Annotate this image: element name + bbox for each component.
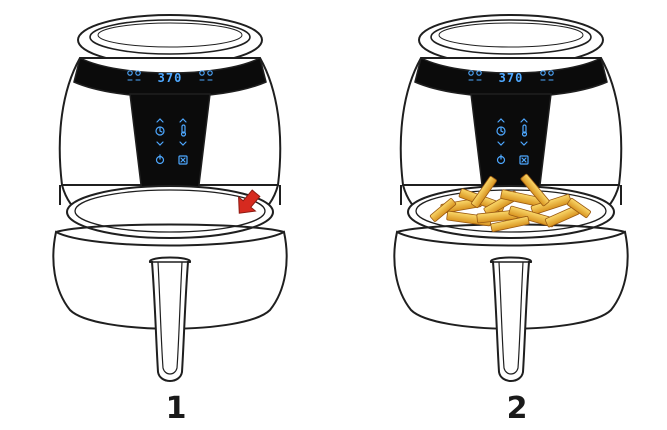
- insert-arrow-icon: [238, 189, 261, 214]
- step-1-airfryer: 370: [52, 14, 288, 382]
- temperature-display: 370: [158, 71, 183, 85]
- temperature-display: 370: [499, 71, 524, 85]
- step-number-1: 1: [165, 391, 187, 426]
- step-number-2: 2: [506, 391, 528, 426]
- step-2-airfryer: 370: [393, 14, 629, 382]
